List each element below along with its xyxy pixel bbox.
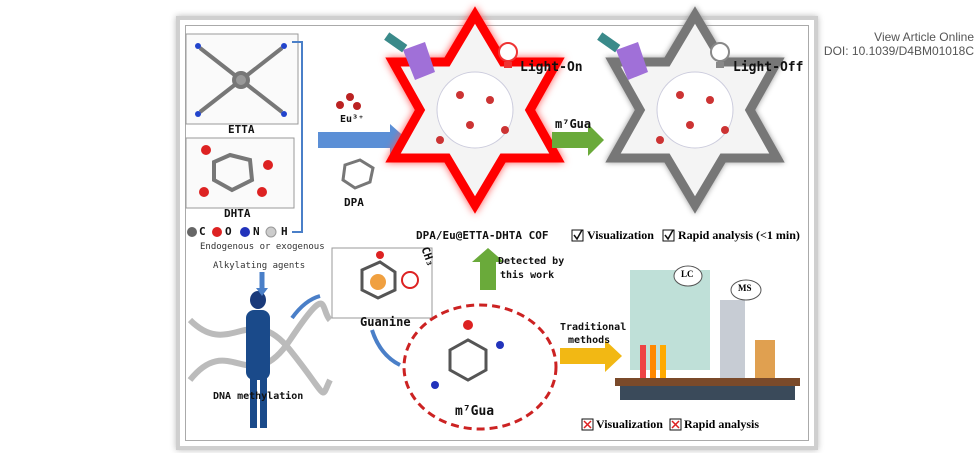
detected-line2: this work [500, 270, 555, 281]
light-on-star [385, 6, 565, 214]
lab-equipment-illustration [615, 265, 800, 400]
etta-molecule [198, 46, 284, 114]
bracket [292, 41, 303, 233]
etta-label: ETTA [228, 123, 255, 136]
view-article-online-link[interactable]: View Article Online [874, 30, 974, 44]
rapid-check-label: Rapid analysis (<1 min) [678, 228, 800, 242]
blue-arrow [318, 124, 408, 156]
m7gua-arrow-label: m⁷Gua [555, 117, 592, 131]
atom-n: N [253, 225, 260, 238]
m7gua-circle [402, 303, 558, 431]
traditional-line1: Traditional [560, 322, 627, 333]
alkylating-line1: Endogenous or exogenous [200, 242, 325, 252]
light-on-label: Light-On [520, 60, 583, 75]
atom-c: C [199, 225, 206, 238]
alkylating-line2: Alkylating agents [213, 261, 306, 271]
lightbulb-on-icon [498, 42, 518, 68]
atom-o: O [225, 225, 232, 238]
article-header: View Article Online DOI: 10.1039/D4BM010… [824, 30, 974, 58]
cof-label: DPA/Eu@ETTA-DHTA COF [416, 229, 549, 242]
visualization-x-label: Visualization [596, 417, 663, 431]
dna-figure [187, 291, 333, 428]
lc-label: LC [681, 269, 694, 279]
guanine-label: Guanine [360, 315, 411, 329]
checkbox-rapid [662, 229, 675, 242]
traditional-line2: methods [568, 335, 611, 346]
figure-inner-border [185, 25, 809, 441]
rapid-x-label: Rapid analysis [684, 417, 760, 431]
yellow-arrow [560, 340, 622, 372]
dhta-label: DHTA [224, 207, 251, 220]
dpa-label: DPA [344, 196, 364, 209]
ms-label: MS [738, 283, 752, 293]
atom-h: H [281, 225, 288, 238]
visualization-check-label: Visualization [587, 228, 654, 242]
checkbox-visualization [571, 229, 584, 242]
eu-label: Eu³⁺ [340, 114, 365, 125]
dna-methylation-label: DNA methylation [213, 391, 304, 402]
detected-line1: Detected by [498, 256, 565, 267]
light-off-label: Light-Off [733, 60, 804, 75]
flashlight-icon [597, 32, 648, 80]
flashlight-icon [384, 32, 435, 80]
up-arrow [472, 248, 504, 290]
dpa-structure [341, 158, 375, 190]
m7gua-label: m⁷Gua [455, 404, 495, 419]
green-arrow [552, 124, 604, 156]
light-off-star [605, 6, 785, 214]
doi-text: DOI: 10.1039/D4BM01018C [823, 44, 974, 58]
lightbulb-off-icon [710, 42, 730, 68]
